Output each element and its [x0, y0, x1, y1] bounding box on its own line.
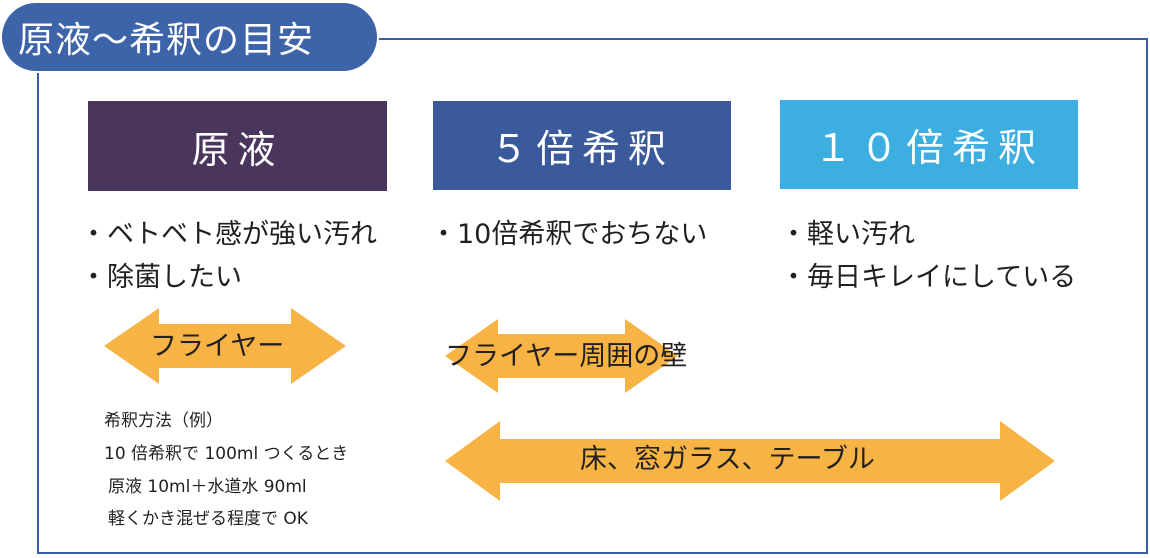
method-line-3: 軽くかき混ぜる程度で OK — [108, 509, 308, 529]
title-banner: 原液～希釈の目安 — [2, 3, 377, 71]
dilution-5x-box: ５倍希釈 — [433, 101, 731, 190]
content-frame — [37, 38, 1148, 554]
undiluted-box: 原液 — [88, 101, 387, 191]
method-line-1: 10 倍希釈で 100ml つくるとき — [104, 444, 349, 464]
floor-window-table-arrow-label: 床、窓ガラス、テーブル — [580, 444, 875, 475]
dilution-10x-bullet-1: ・軽い汚れ — [780, 219, 915, 250]
dilution-10x-box: １０倍希釈 — [780, 100, 1078, 189]
undiluted-bullet-2: ・除菌したい — [80, 262, 242, 293]
fryer-arrow-label: フライヤー — [150, 331, 285, 362]
dilution-10x-bullet-2: ・毎日キレイにしている — [780, 262, 1077, 293]
method-heading: 希釈方法（例） — [104, 411, 223, 431]
fryer-wall-arrow-label: フライヤー周囲の壁 — [445, 341, 688, 372]
undiluted-bullet-1: ・ベトベト感が強い汚れ — [80, 219, 377, 250]
fryer-double-arrow — [104, 308, 346, 384]
floor-window-table-double-arrow — [445, 421, 1055, 501]
fryer-wall-double-arrow — [445, 319, 678, 393]
page-title: 原液～希釈の目安 — [18, 20, 315, 61]
method-line-2: 原液 10ml＋水道水 90ml — [108, 477, 307, 497]
dilution-5x-bullet-1: ・10倍希釈でおちない — [430, 219, 708, 250]
